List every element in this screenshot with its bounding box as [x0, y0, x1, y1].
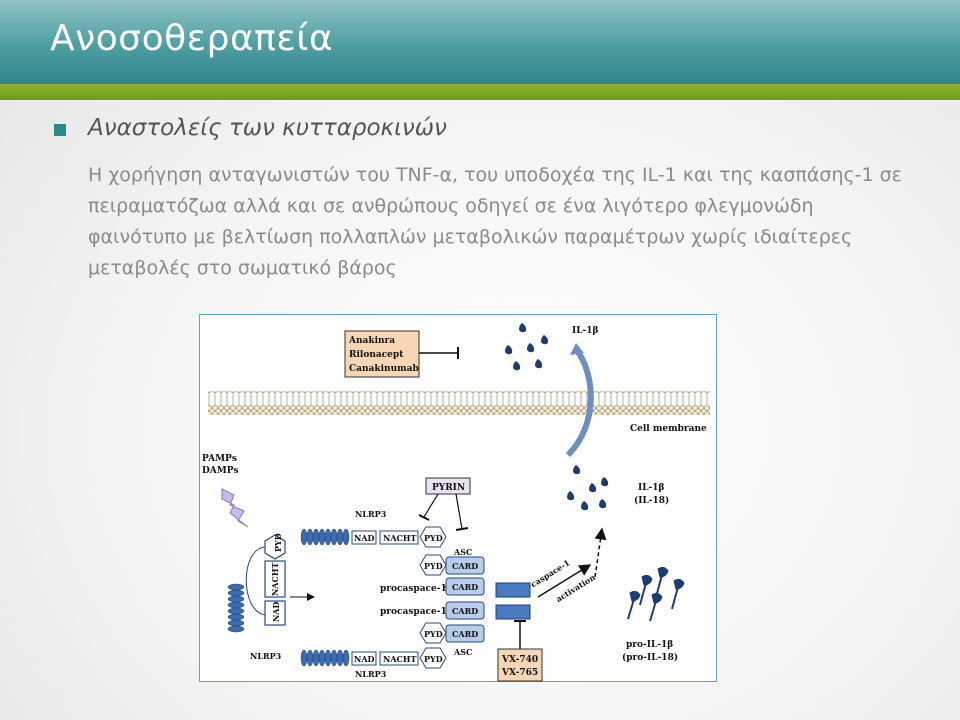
pro-il1b-cluster	[627, 566, 685, 622]
inhibitor-vx740: VX-740	[501, 655, 538, 665]
svg-text:PYD: PYD	[273, 533, 283, 552]
svg-text:NACHT: NACHT	[383, 533, 416, 543]
activation-label: activation	[554, 572, 597, 604]
nlrp3-bottom-label: NLRP3	[355, 669, 387, 679]
il1b-intracellular	[567, 465, 609, 511]
procaspase-domain-1	[495, 582, 531, 598]
svg-text:PYD: PYD	[424, 561, 443, 571]
cleavage-arrow	[594, 527, 607, 578]
il1b-mid-label: IL-1β	[638, 483, 665, 493]
cell-membrane	[208, 391, 710, 415]
procaspase-label-1: procaspace-1	[380, 584, 447, 594]
procaspase-domain-2	[495, 604, 531, 620]
svg-text:NAD: NAD	[271, 601, 281, 622]
inhibitor-vx765: VX-765	[501, 668, 538, 678]
pyrin-label: PYRIN	[432, 483, 465, 493]
card-stack: CARD CARD CARD CARD	[445, 556, 485, 643]
inflammasome-diagram: Anakinra Rilonacept Canakinumab IL-1β Ce…	[202, 323, 710, 682]
nlrp3-bottom: NAD NACHT PYD NLRP3	[300, 647, 447, 679]
il1-inhibitor-box: Anakinra Rilonacept Canakinumab	[344, 330, 459, 378]
pro-il18-label: (pro-IL-18)	[622, 652, 678, 663]
inhibitor-rilonacept: Rilonacept	[349, 350, 404, 360]
svg-text:NACHT: NACHT	[383, 654, 416, 664]
slide-body-text: Η χορήγηση ανταγωνιστών του TNF-α, του υ…	[88, 164, 902, 279]
bullet-square-icon	[54, 124, 66, 136]
svg-text:CARD: CARD	[452, 561, 478, 571]
slide-title: Ανοσοθεραπεία	[50, 18, 334, 59]
procaspase-label-2: procaspace-1	[380, 607, 447, 617]
il18-mid-label: (IL-18)	[634, 495, 669, 506]
caspase-activation-arrow	[537, 564, 592, 598]
il1b-extracellular	[505, 323, 549, 371]
nlrp3-top: NAD NACHT PYD NLRP3	[300, 509, 447, 548]
title-underline	[0, 84, 960, 100]
svg-text:PYD: PYD	[424, 629, 443, 639]
asc-pyd-bottom	[419, 622, 447, 644]
svg-text:NAD: NAD	[354, 533, 375, 543]
caspase-label: caspace-1	[529, 557, 572, 589]
secretion-arrow	[565, 347, 594, 458]
svg-text:CARD: CARD	[452, 606, 478, 616]
title-bar: Ανοσοθεραπεία	[0, 0, 960, 84]
cell-membrane-label: Cell membrane	[630, 424, 707, 434]
nlrp3-sensor: PYD NACHT NAD NLRP3	[227, 533, 286, 661]
pyrin-box	[425, 477, 471, 495]
damps-label: DAMPs	[202, 466, 239, 476]
asc-top-label: ASC	[453, 547, 472, 557]
il1b-top-label: IL-1β	[572, 326, 599, 336]
svg-text:CARD: CARD	[452, 582, 478, 592]
asc-bottom-label: ASC	[453, 647, 472, 657]
nlrp3-top-label: NLRP3	[355, 509, 387, 519]
svg-text:CARD: CARD	[452, 629, 478, 639]
svg-text:NAD: NAD	[354, 654, 375, 664]
slide-heading: Αναστολείς των κυτταροκινών	[88, 115, 447, 141]
danger-signal-icon	[221, 488, 249, 528]
inhibitor-canakinumab: Canakinumab	[349, 364, 419, 374]
inhibitor-anakinra: Anakinra	[348, 336, 395, 346]
pro-il1b-label: pro-IL-1β	[626, 640, 673, 650]
caspase-inhibitor-box: VX-740 VX-765	[497, 620, 543, 682]
pamps-label: PAMPs	[202, 454, 237, 464]
inflammasome-figure: Anakinra Rilonacept Canakinumab IL-1β Ce…	[199, 314, 717, 682]
svg-text:PYD: PYD	[424, 533, 443, 543]
svg-text:NACHT: NACHT	[270, 563, 280, 596]
svg-text:PYD: PYD	[424, 654, 443, 664]
nlrp3-sensor-label: NLRP3	[250, 651, 282, 661]
